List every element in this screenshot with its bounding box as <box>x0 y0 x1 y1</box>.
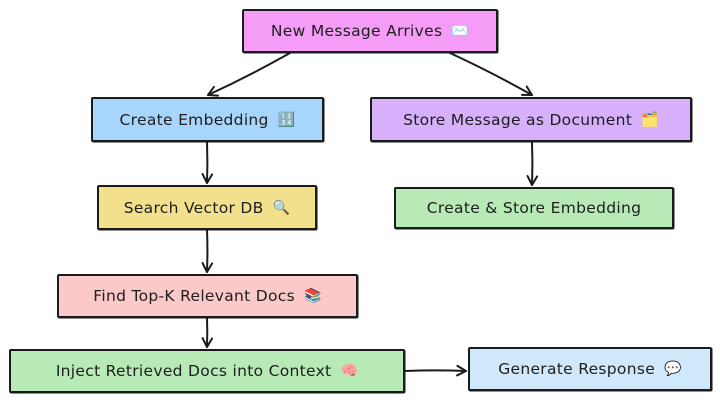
node-label: Generate Response <box>498 360 656 378</box>
edge-new_message-to-create_embedding <box>207 52 291 96</box>
node-label: Store Message as Document <box>403 110 633 129</box>
node-label: Create & Store Embedding <box>426 199 642 217</box>
node-store-message-as-document: Store Message as Document 🗂️ <box>370 97 692 142</box>
arrowhead <box>521 85 533 96</box>
numbers-icon: 🔢 <box>277 111 296 128</box>
node-label: New Message Arrives <box>270 22 443 40</box>
node-label: Find Top-K Relevant Docs <box>93 287 295 305</box>
arrowhead <box>201 337 214 348</box>
arrowhead <box>201 173 214 184</box>
node-inject-retrieved-docs-into-context: Inject Retrieved Docs into Context 🧠 <box>9 349 405 393</box>
node-create-embedding: Create Embedding 🔢 <box>91 97 324 142</box>
arrowhead <box>201 262 214 273</box>
node-label: Inject Retrieved Docs into Context <box>55 362 332 380</box>
magnifier-icon: 🔍 <box>272 199 291 216</box>
edge-new_message-to-store_message <box>449 52 533 96</box>
node-label: Create Embedding <box>119 110 269 129</box>
arrowhead <box>207 85 219 97</box>
node-label: Search Vector DB <box>123 198 264 217</box>
speech-bubble-icon: 💬 <box>664 361 682 377</box>
node-search-vector-db: Search Vector DB 🔍 <box>97 185 317 230</box>
books-icon: 📚 <box>303 288 322 304</box>
node-new-message-arrives: New Message Arrives ✉️ <box>242 9 498 53</box>
node-create-store-embedding: Create & Store Embedding <box>394 187 674 229</box>
folder-icon: 🗂️ <box>641 111 659 128</box>
envelope-icon: ✉️ <box>451 23 470 39</box>
node-find-top-k-relevant-docs: Find Top-K Relevant Docs 📚 <box>57 274 358 318</box>
arrowhead <box>456 364 467 377</box>
arrowhead <box>526 175 539 186</box>
edge-inject-to-generate <box>404 369 467 372</box>
node-generate-response: Generate Response 💬 <box>468 347 712 391</box>
brain-icon: 🧠 <box>340 363 359 379</box>
